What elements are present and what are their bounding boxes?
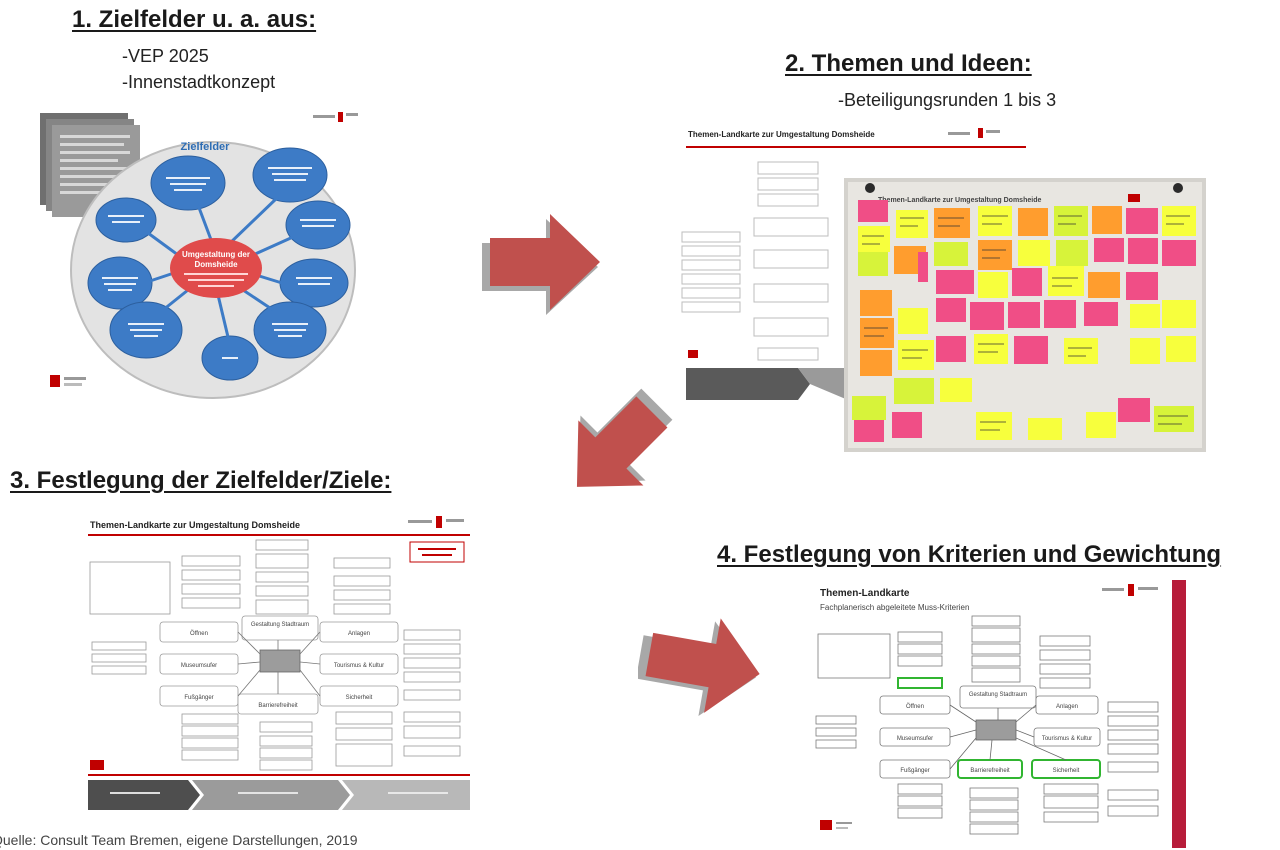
zielfelder-title: Zielfelder (181, 141, 231, 153)
arrow-down-left-icon (576, 388, 673, 487)
slide3-node-3: Anlagen (348, 631, 370, 637)
arrow-right-icon (482, 214, 600, 315)
arrow-right-down-icon (638, 618, 760, 716)
zielfelder-center-line1: Umgestaltung der (182, 250, 250, 259)
step1-heading: 1. Zielfelder u. a. aus: (72, 6, 317, 33)
slide4-subtitle: Fachplanerisch abgeleitete Muss-Kriterie… (820, 603, 969, 612)
slide3-node-4: Museumsufer (181, 663, 217, 669)
zielfelder-slide: Zielfelder (38, 105, 360, 405)
step4-heading: 4. Festlegung von Kriterien und Gewichtu… (717, 541, 1222, 568)
festlegung-zielfelder-slide: Themen-Landkarte zur Umgestaltung Domshe… (88, 512, 470, 810)
themen-slide-photo: Themen-Landkarte zur Umgestaltung Domshe… (678, 122, 1206, 452)
slide3-node-5: Tourismus & Kultur (334, 663, 384, 669)
slide3-node-6: Fußgänger (184, 695, 213, 701)
slide4-node-3: Anlagen (1056, 704, 1078, 710)
step1-line2: -Innenstadtkonzept (122, 72, 276, 92)
slide4-node-1: Öffnen (906, 703, 924, 710)
source-caption: Quelle: Consult Team Bremen, eigene Dars… (0, 832, 358, 848)
step1-line1: -VEP 2025 (122, 46, 209, 66)
kriterien-slide: Themen-Landkarte Fachplanerisch abgeleit… (812, 580, 1186, 848)
step3-heading: 3. Festlegung der Zielfelder/Ziele: (10, 467, 392, 494)
slide4-title: Themen-Landkarte (820, 588, 910, 599)
slide3-node-7: Barrierefreiheit (258, 703, 298, 709)
themen-slide-title: Themen-Landkarte zur Umgestaltung Domshe… (688, 130, 875, 139)
slide3-node-1: Öffnen (190, 630, 208, 637)
step2-line1: -Beteiligungsrunden 1 bis 3 (838, 90, 1057, 110)
slide4-node-2: Gestaltung Stadtraum (969, 692, 1027, 698)
zielfelder-center-line2: Domsheide (194, 260, 238, 269)
slide4-node-5: Tourismus & Kultur (1042, 736, 1092, 742)
slide4-node-8: Sicherheit (1053, 768, 1080, 774)
slide4-node-7: Barrierefreiheit (970, 768, 1010, 774)
slide3-title: Themen-Landkarte zur Umgestaltung Domshe… (90, 520, 300, 530)
slide4-node-4: Museumsufer (897, 736, 933, 742)
slide4-node-6: Fußgänger (900, 768, 929, 774)
slide3-node-8: Sicherheit (346, 695, 373, 701)
svg-text:Themen-Landkarte zur Umgestalt: Themen-Landkarte zur Umgestaltung Domshe… (878, 197, 1041, 204)
slide3-node-2: Gestaltung Stadtraum (251, 622, 309, 628)
step2-heading: 2. Themen und Ideen: (785, 50, 1032, 77)
